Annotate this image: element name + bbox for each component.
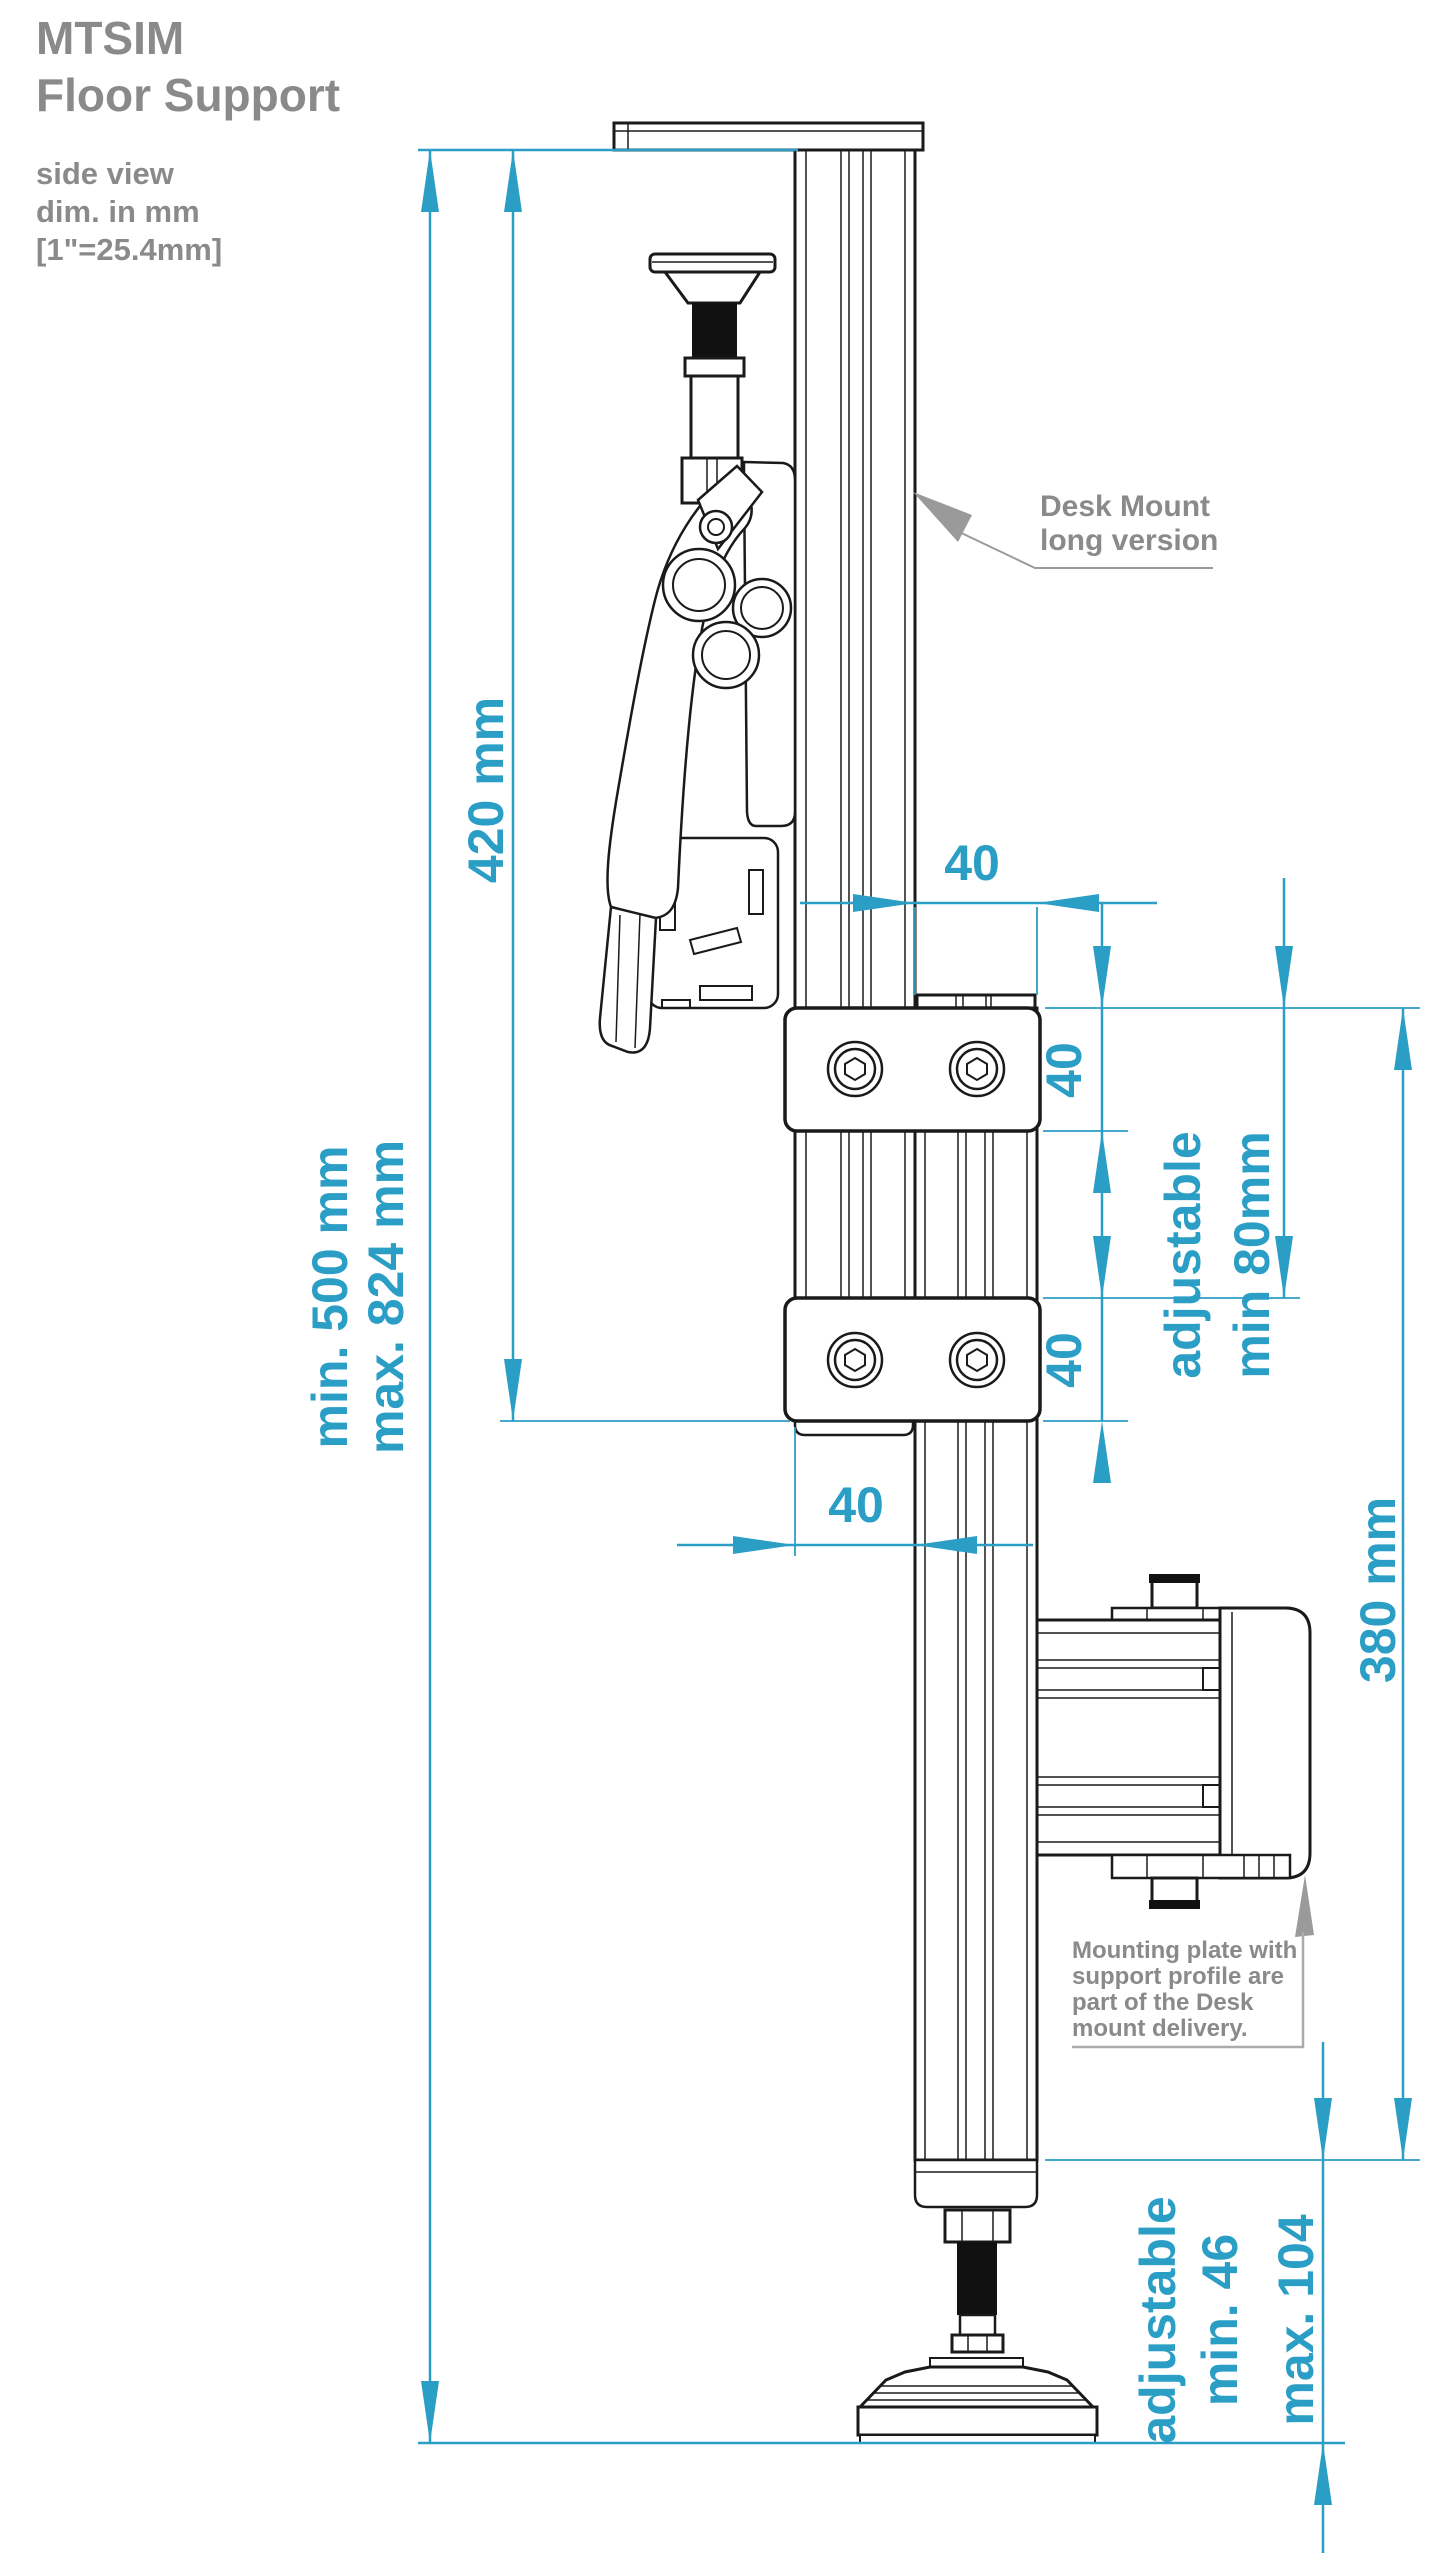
desk-mount-leader (913, 492, 1213, 569)
mounting-note-line3: part of the Desk (1072, 1989, 1254, 2016)
upper-profile (793, 148, 917, 1415)
mounting-assembly (1035, 1574, 1312, 1909)
desk-mount-callout: Desk Mount long version (1040, 490, 1218, 558)
mounting-note-leader (1072, 1875, 1314, 2049)
lever-handle (598, 905, 658, 1054)
page-title-line1: MTSIM (36, 12, 185, 64)
lever-bracket (742, 460, 797, 828)
dim-label-380: 380 mm (1350, 1496, 1406, 1684)
lower-profile-endcap (913, 2158, 1039, 2209)
mounting-note-line2: support profile are (1072, 1963, 1285, 1990)
leveling-foot (856, 2158, 1099, 2444)
dim-label-adjustable-80-line2: min 80mm (1224, 1131, 1280, 1379)
page-title-line2: Floor Support (36, 69, 341, 121)
dim-label-40-top: 40 (944, 835, 1000, 891)
structure (598, 121, 1312, 2444)
dim-label-420: 420 mm (458, 696, 514, 884)
lower-profile (913, 993, 1039, 2162)
dim-label-40-plate-upper: 40 (1036, 1042, 1092, 1098)
view-label: side view (36, 156, 174, 191)
mounting-flange-bottom (1110, 1853, 1292, 1880)
desk-bar (612, 121, 925, 152)
dim-label-foot-max104: max. 104 (1268, 2214, 1324, 2426)
desk-mount-callout-line2: long version (1040, 524, 1219, 557)
lever-arm (606, 468, 753, 920)
mounting-note: Mounting plate with support profile are … (1072, 1938, 1297, 2042)
dim-label-max824: max. 824 mm (358, 1139, 414, 1455)
units-label: dim. in mm (36, 194, 200, 229)
support-profile-body (1035, 1618, 1222, 1857)
mounting-plate (1218, 1606, 1312, 1880)
mounting-note-line4: mount delivery. (1072, 2015, 1248, 2042)
mounting-bolt-top (1150, 1578, 1199, 1610)
dim-label-min500: min. 500 mm (302, 1145, 358, 1449)
page-title: MTSIM Floor Support (36, 10, 340, 124)
dim-label-adjustable-80-line1: adjustable (1155, 1131, 1211, 1379)
dim-label-40-plate-lower: 40 (1036, 1332, 1092, 1388)
clamp-plate-lower (783, 1296, 1042, 1423)
dim-label-40-bottom: 40 (828, 1477, 884, 1533)
conversion-label: [1"=25.4mm] (36, 232, 223, 267)
clamp-plate-upper (783, 1006, 1042, 1133)
page-subtitle: side view dim. in mm [1"=25.4mm] (36, 155, 222, 269)
dim-label-foot-adjustable: adjustable (1130, 2196, 1186, 2444)
clamp-lever (598, 460, 797, 1054)
clamp-plates (783, 1006, 1042, 1437)
dimension-lines (418, 148, 1420, 2553)
dim-label-foot-min46: min. 46 (1192, 2233, 1248, 2407)
mounting-note-line1: Mounting plate with (1072, 1937, 1298, 1964)
leader-lines (913, 492, 1314, 2049)
desk-mount-callout-line1: Desk Mount (1040, 490, 1211, 523)
plate-screws (826, 1040, 1006, 1389)
